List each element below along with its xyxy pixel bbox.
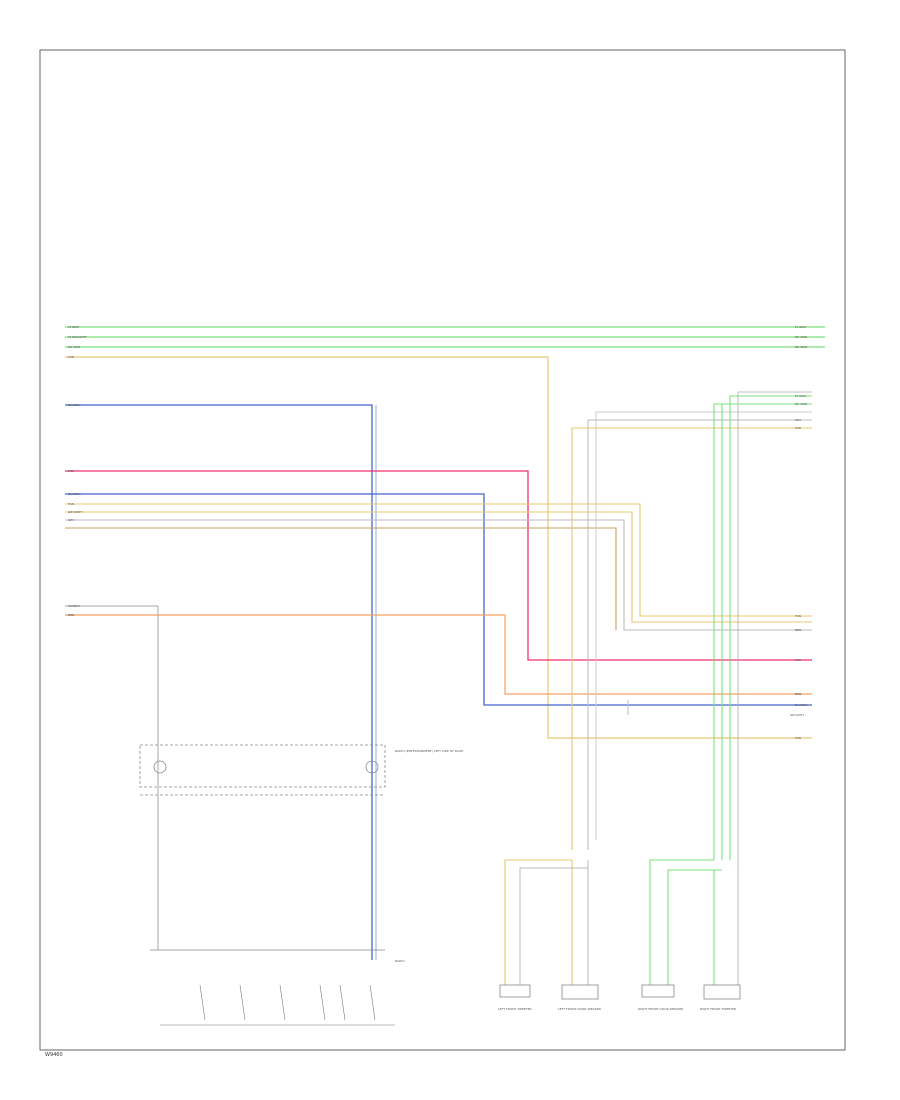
radio-module: [139, 744, 386, 951]
label-blu-blk-left: BLU/BLK: [68, 403, 82, 407]
speaker-right-door: [641, 859, 722, 998]
label-module: RADIO (ENTERTAINMENT) LEFT SIDE OF DASH: [395, 749, 463, 753]
footer-code: W9460: [45, 1052, 63, 1058]
label-spk3: RIGHT FRONT DOOR SPEAKER: [638, 1007, 683, 1011]
label-spk4: RIGHT FRONT TWEETER: [700, 1007, 736, 1011]
label-lt-grn-blk-left: LT GRN/WHT: [68, 335, 87, 339]
label-dk-grn2-right: DK GRN: [795, 345, 807, 349]
tan-wire-top: [65, 356, 812, 739]
label-tan-left: TAN: [67, 355, 74, 359]
label-radio: RADIO: [395, 959, 405, 963]
label-lt-grn-right: LT GRN: [795, 325, 806, 329]
label-dk-grn-left: DK GRN: [68, 345, 80, 349]
tan-gray-brown-wires: [65, 503, 812, 631]
label-brn2-right: BRN: [795, 692, 801, 696]
label-gry-right: GRY: [795, 418, 801, 422]
label-pnk-right: PNK: [795, 658, 802, 662]
label-tan3-right: TAN: [794, 736, 801, 740]
label-gry-wht-left: GRY/WHT: [68, 510, 82, 514]
label-spk2: LEFT FRONT DOOR SPEAKER: [558, 1007, 601, 1011]
label-dk-grn-right: DK GRN: [795, 335, 807, 339]
label-blu-blk-right: BLU/BLK: [795, 703, 809, 707]
label-tan2-right: TAN: [794, 614, 801, 618]
label-dk-grn3-right: DK GRN: [795, 402, 807, 406]
label-grn-right: LT GRN: [795, 394, 806, 398]
speaker-left-door: [561, 860, 599, 1000]
label-lt-grn-left: LT GRN: [68, 325, 79, 329]
label-pnk-left: PNK: [68, 469, 75, 473]
green-wire-bus: [65, 326, 825, 348]
gray-right-verticals: [571, 411, 812, 850]
orange-wire: [65, 605, 812, 950]
blue-wire: [65, 404, 377, 960]
label-gry-left: GRY: [68, 518, 74, 522]
label-tan2-left: TAN: [67, 502, 74, 506]
diagram-frame: [39, 49, 846, 1051]
label-blu-blk2-left: BLU/BLK: [68, 492, 82, 496]
green-right-drops: [713, 391, 812, 860]
label-spk1: LEFT FRONT TWEETER: [498, 1007, 532, 1011]
label-tan-right: TAN: [794, 426, 801, 430]
label-gry-wht-right: GRY/WHT: [790, 713, 804, 717]
label-brn-right: BRN: [795, 628, 801, 632]
switch-array: [160, 984, 395, 1026]
label-brn-left: BRN: [68, 613, 74, 617]
label-slt-blk-left: SLT/BLK: [68, 604, 81, 608]
speaker-right-tweeter: [703, 860, 741, 1000]
speaker-left-tweeter: [499, 859, 588, 998]
blue-black-wire: [65, 493, 812, 706]
pink-wire: [65, 470, 812, 661]
